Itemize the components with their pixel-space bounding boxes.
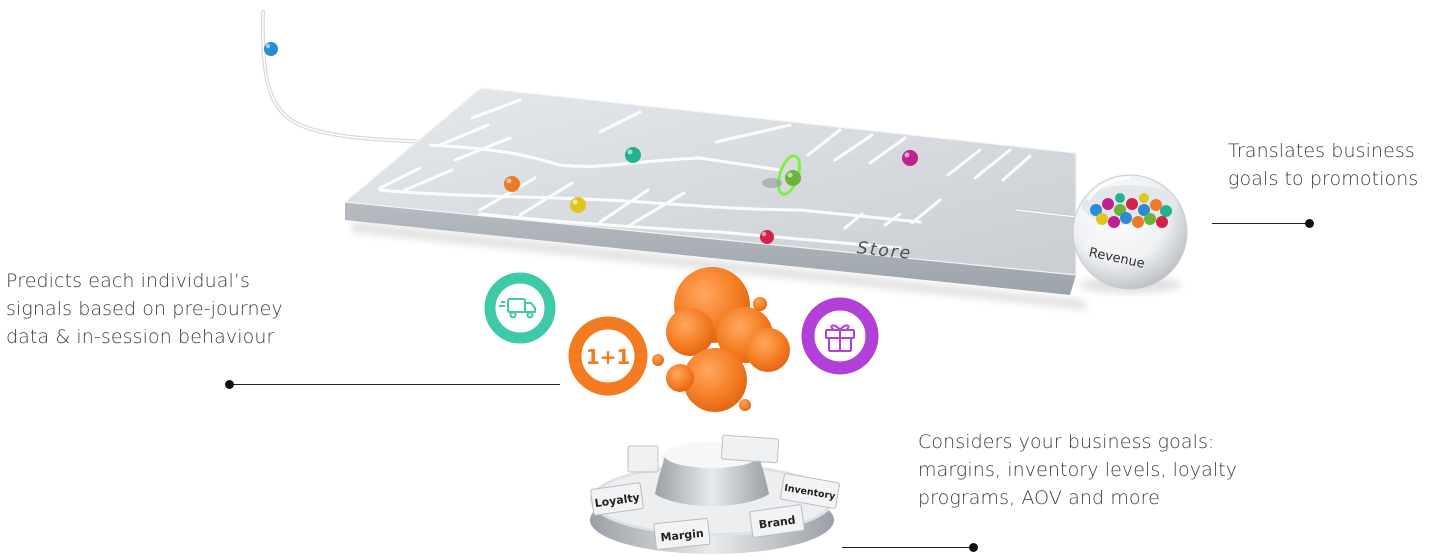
revenue-sphere: Revenue [1072, 174, 1188, 293]
caption-translates-line-1: Translates business [1228, 140, 1415, 162]
caption-considers: Considers your business goals: margins, … [918, 428, 1237, 512]
bundle-promo-ring: 1+1 [568, 316, 648, 396]
ball-blue [264, 42, 278, 56]
caption-predicts: Predicts each individual’s signals based… [6, 267, 283, 351]
store-board [345, 88, 1076, 275]
ball-red [760, 230, 774, 244]
one-plus-one-icon: 1+1 [586, 345, 631, 369]
delivery-truck-icon [499, 298, 536, 319]
goal-tag-loyalty: Loyalty [590, 482, 644, 516]
goal-tag-inventory: Inventory [779, 473, 841, 509]
pointer-line-considers [842, 547, 974, 548]
delivery-promo-ring [484, 272, 556, 344]
pointer-dot-translates [1305, 219, 1314, 228]
caption-predicts-line-3: data & in-session behaviour [6, 326, 275, 348]
caption-considers-line-3: programs, AOV and more [918, 487, 1160, 509]
ball-teal [625, 147, 641, 163]
gift-promo-ring [801, 297, 879, 375]
caption-translates-line-2: goals to promotions [1228, 168, 1419, 190]
pointer-line-translates [1212, 223, 1310, 224]
caption-considers-line-2: margins, inventory levels, loyalty [918, 459, 1238, 481]
feeder-tube [260, 10, 432, 144]
goal-tag-margin: Margin [653, 517, 711, 551]
svg-text:Brand: Brand [758, 513, 796, 531]
ball-green [785, 170, 801, 186]
pointer-line-predicts [230, 384, 560, 385]
caption-predicts-line-2: signals based on pre-journey [6, 298, 283, 320]
revenue-balls [1090, 193, 1172, 228]
goal-tag-blank-top [720, 434, 780, 464]
svg-text:Loyalty: Loyalty [594, 491, 641, 510]
ball-magenta [902, 150, 918, 166]
store-board-side [345, 202, 1076, 295]
caption-predicts-line-1: Predicts each individual’s [6, 270, 250, 292]
caption-considers-line-1: Considers your business goals: [918, 431, 1215, 453]
caption-translates: Translates business goals to promotions [1228, 137, 1418, 193]
ball-yellow [570, 197, 586, 213]
board-grooves [378, 98, 1032, 250]
pointer-dot-predicts [225, 380, 234, 389]
goal-tag-brand: Brand [749, 504, 805, 538]
svg-text:Margin: Margin [660, 527, 704, 544]
pointer-dot-considers [969, 543, 978, 552]
ball-orange [504, 176, 520, 192]
gift-icon [825, 324, 855, 352]
goal-tag-blank-left [627, 445, 659, 473]
ai-engine-blob [652, 267, 790, 412]
